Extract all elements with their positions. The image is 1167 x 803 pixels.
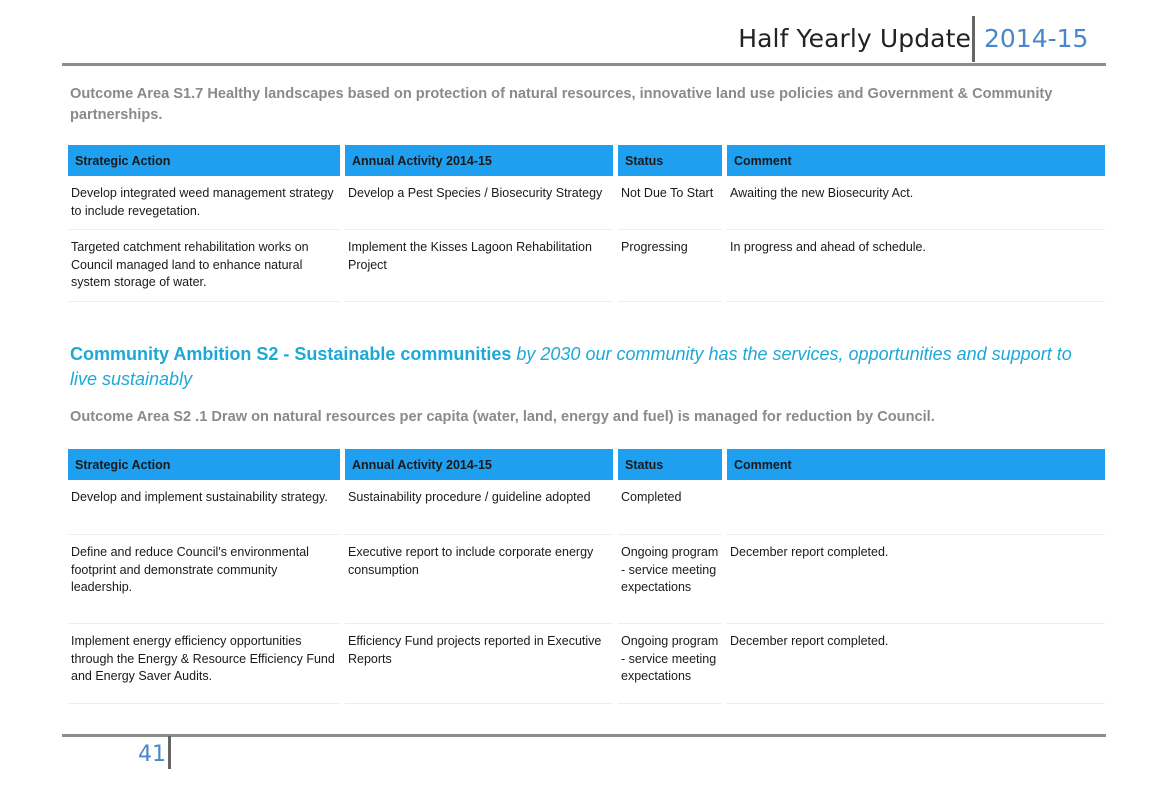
s1-7-actions-table: Strategic Action Annual Activity 2014-15… [63,145,1110,302]
column-header: Comment [727,449,1105,480]
outcome-area-s2-1-title: Outcome Area S2 .1 Draw on natural resou… [70,409,935,425]
status-cell: Not Due To Start [618,176,722,230]
comment-cell: December report completed. [727,624,1105,704]
report-year: 2014-15 [984,24,1089,53]
table-header-row: Strategic Action Annual Activity 2014-15… [68,145,1105,176]
strategic-action-cell: Define and reduce Council's environmenta… [68,535,340,624]
s2-1-actions-table: Strategic Action Annual Activity 2014-15… [63,449,1110,704]
outcome-area-s1-7-title: Outcome Area S1.7 Healthy landscapes bas… [70,86,1053,123]
annual-activity-cell: Efficiency Fund projects reported in Exe… [345,624,613,704]
table-row: Develop integrated weed management strat… [68,176,1105,230]
footer-rule [62,734,1106,737]
page-header: Half Yearly Update 2014-15 [0,0,1167,70]
strategic-action-cell: Implement energy efficiency opportunitie… [68,624,340,704]
ambition-description: by 2030 our community has the services, … [70,344,1072,389]
column-header: Status [618,449,722,480]
annual-activity-cell: Sustainability procedure / guideline ado… [345,480,613,535]
table-header-row: Strategic Action Annual Activity 2014-15… [68,449,1105,480]
column-header: Annual Activity 2014-15 [345,145,613,176]
column-header: Strategic Action [68,145,340,176]
page-number: 41 [138,742,166,767]
column-header: Status [618,145,722,176]
column-header: Comment [727,145,1105,176]
table-row: Targeted catchment rehabilitation works … [68,230,1105,302]
header-separator [972,16,975,62]
strategic-action-cell: Develop integrated weed management strat… [68,176,340,230]
report-title: Half Yearly Update [738,24,971,53]
annual-activity-cell: Executive report to include corporate en… [345,535,613,624]
status-cell: Completed [618,480,722,535]
header-rule [62,63,1106,66]
comment-cell [727,480,1105,535]
status-cell: Ongoing program - service meeting expect… [618,535,722,624]
table-row: Define and reduce Council's environmenta… [68,535,1105,624]
comment-cell: Awaiting the new Biosecurity Act. [727,176,1105,230]
status-cell: Ongoing program - service meeting expect… [618,624,722,704]
ambition-heading: Community Ambition S2 - Sustainable comm… [70,344,512,364]
column-header: Annual Activity 2014-15 [345,449,613,480]
annual-activity-cell: Implement the Kisses Lagoon Rehabilitati… [345,230,613,302]
comment-cell: December report completed. [727,535,1105,624]
page-footer: 41 [0,730,1167,790]
annual-activity-cell: Develop a Pest Species / Biosecurity Str… [345,176,613,230]
table-row: Implement energy efficiency opportunitie… [68,624,1105,704]
status-cell: Progressing [618,230,722,302]
column-header: Strategic Action [68,449,340,480]
footer-separator [168,736,171,769]
comment-cell: In progress and ahead of schedule. [727,230,1105,302]
table-row: Develop and implement sustainability str… [68,480,1105,535]
strategic-action-cell: Develop and implement sustainability str… [68,480,340,535]
strategic-action-cell: Targeted catchment rehabilitation works … [68,230,340,302]
community-ambition-title: Community Ambition S2 - Sustainable comm… [70,342,1080,392]
